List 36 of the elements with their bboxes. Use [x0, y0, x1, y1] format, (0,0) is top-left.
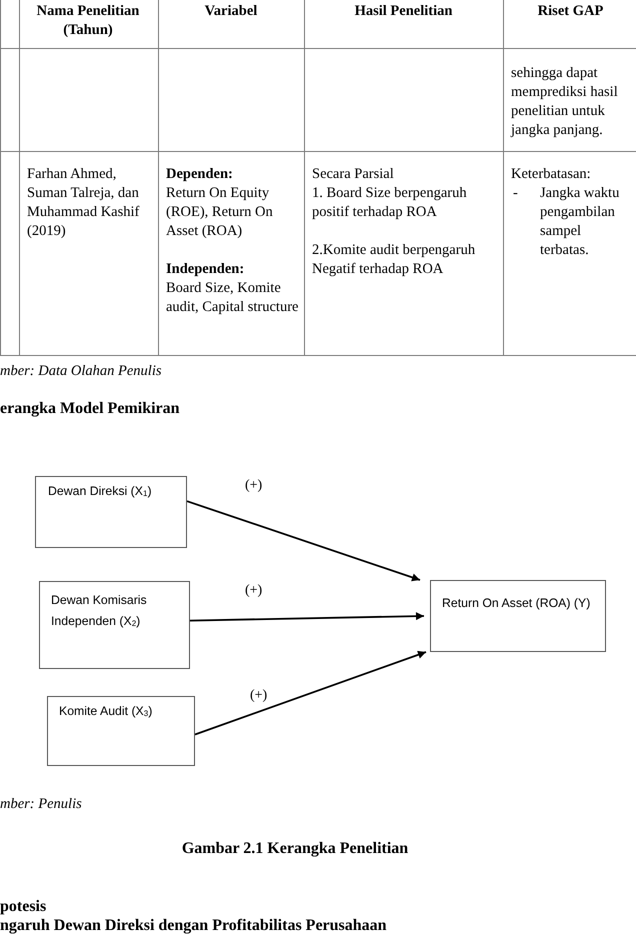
- table-cell-text: Farhan Ahmed, Suman Talreja, dan Muhammad Kashif (2019): [27, 165, 140, 241]
- table-header: Riset GAP: [536, 2, 604, 21]
- variable-box: [35, 476, 187, 548]
- section-heading: erangka Model Pemikiran: [0, 400, 180, 418]
- section-heading: potesis: [0, 897, 48, 916]
- table-cell-text: 1. Board Size berpengaruh positif terhadap ROA: [312, 184, 468, 222]
- variable-label: Return On Asset (ROA) (Y): [442, 596, 590, 610]
- table-header: Nama Penelitian (Tahun): [36, 2, 140, 40]
- variable-box: [39, 581, 190, 669]
- table-cell-text: -: [513, 184, 519, 203]
- figure-caption: Gambar 2.1 Kerangka Penelitian: [180, 839, 410, 859]
- table-cell-text: Jangka waktu pengambilan sampel terbatas.: [540, 184, 620, 260]
- variable-label: Dewan Direksi (X$_{1}$): [48, 484, 152, 498]
- arrow: [190, 612, 424, 622]
- source-note: mber: Penulis: [0, 795, 83, 814]
- table-cell-text: Keterbatasan:: [511, 165, 592, 184]
- table-cell-text: Secara Parsial: [312, 165, 395, 184]
- table-cell-text: sehingga dapat memprediksi hasil penelitian untuk jangka panjang.: [511, 64, 619, 140]
- edge-label: (+): [244, 478, 264, 494]
- table-header: Hasil Penelitian: [354, 2, 454, 21]
- table-cell-text: Independen:: [166, 260, 246, 279]
- table-header: Variabel: [204, 2, 258, 21]
- arrow: [194, 650, 426, 736]
- table-cell-text: Board Size, Komite audit, Capital structure: [166, 279, 300, 317]
- edge-label: (+): [249, 688, 268, 704]
- edge-label: (+): [244, 583, 264, 599]
- variable-label: Dewan Komisaris Independen (X$_{2}$): [51, 593, 147, 628]
- arrow: [186, 500, 420, 582]
- section-heading: ngaruh Dewan Direksi dengan Profitabilitas Perusahaan: [0, 916, 388, 935]
- variable-label: Komite Audit (X$_{3}$): [59, 704, 152, 718]
- variable-box: [430, 580, 606, 652]
- table-cell-text: Return On Equity (ROE), Return On Asset (ROA): [166, 184, 274, 241]
- table-cell-text: 2.Komite audit berpengaruh Negatif terhadap ROA: [312, 241, 476, 279]
- source-note: mber: Data Olahan Penulis: [0, 362, 162, 381]
- variable-box: [47, 696, 195, 766]
- table-cell-text: Dependen:: [166, 165, 234, 184]
